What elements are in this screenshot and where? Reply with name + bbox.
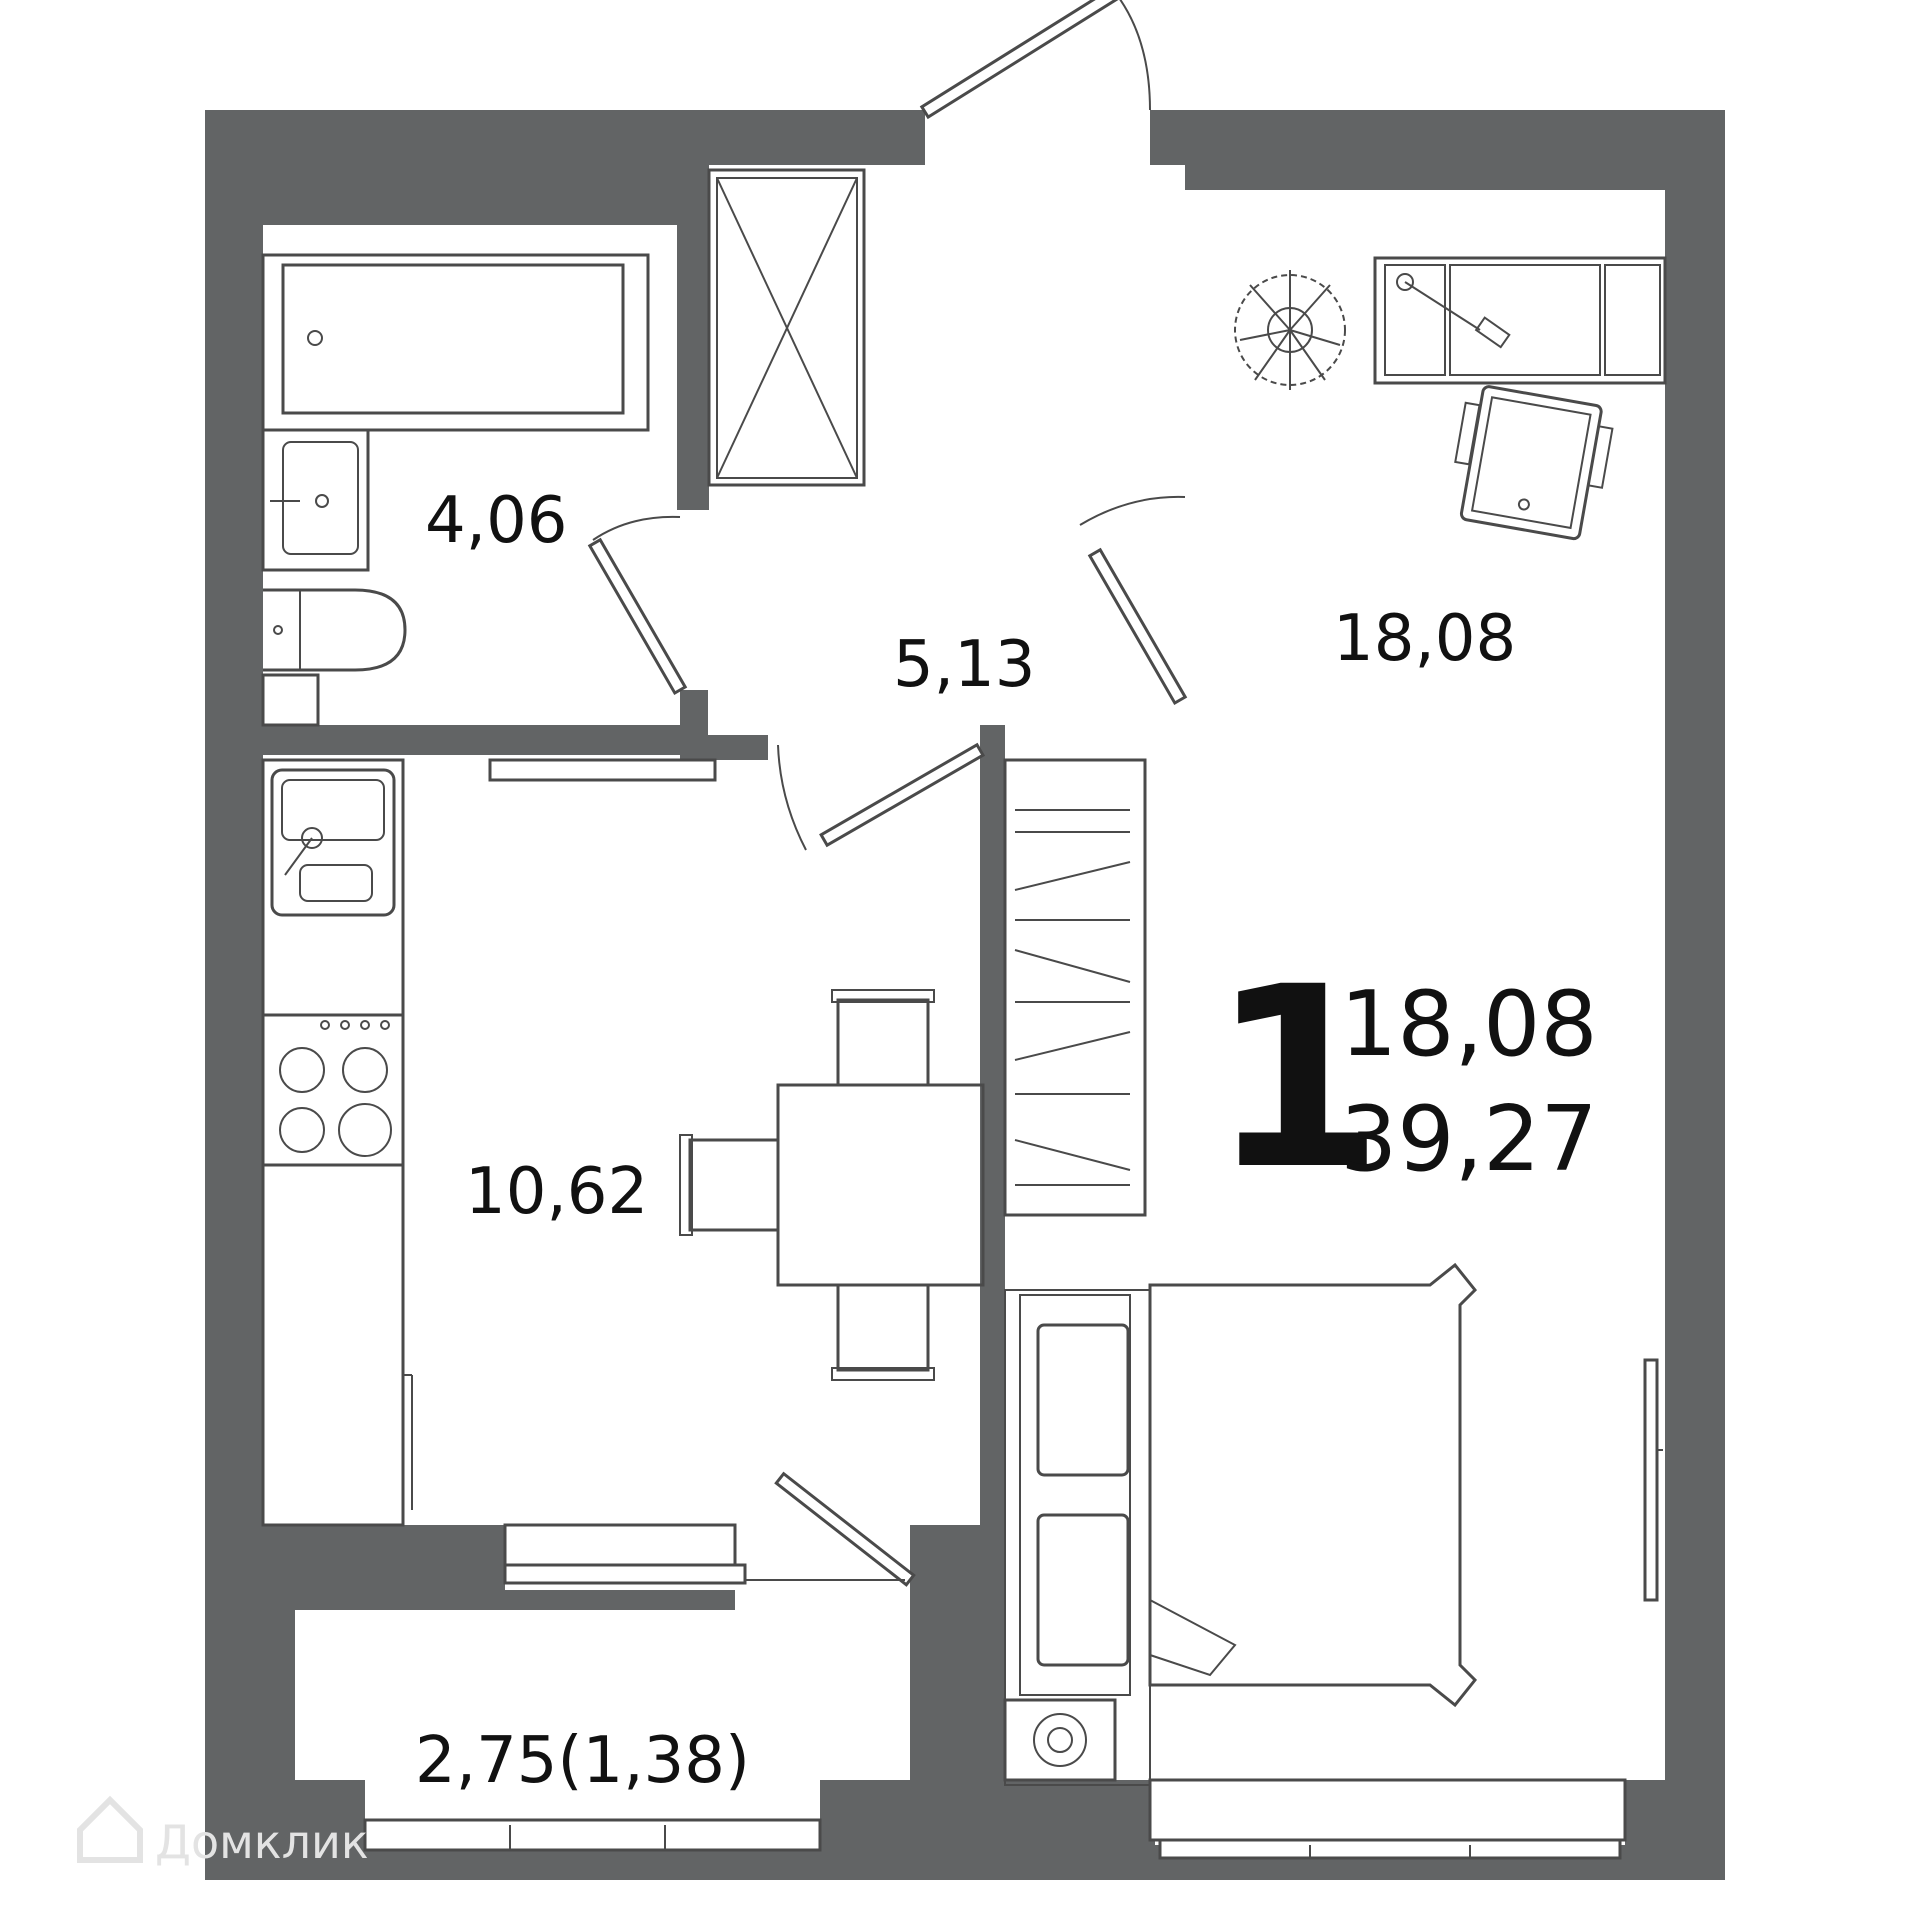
room-area: 18,08 xyxy=(1333,602,1516,676)
hall-area: 5,13 xyxy=(893,628,1036,702)
living-area-summary: 18,08 xyxy=(1340,972,1598,1077)
room-wardrobe xyxy=(1003,758,1147,1217)
kitchen-door xyxy=(777,742,986,851)
total-area-summary: 39,27 xyxy=(1340,1087,1598,1192)
toilet xyxy=(263,588,407,672)
doors xyxy=(587,0,1188,1587)
plant-icon xyxy=(1234,270,1346,390)
washbasin xyxy=(261,428,370,572)
house-logo-icon xyxy=(77,1795,143,1863)
rooms-count: 1 xyxy=(1210,933,1384,1224)
kitchen-area: 10,62 xyxy=(465,1155,648,1229)
bathroom-area: 4,06 xyxy=(425,484,568,558)
room-door xyxy=(1079,495,1188,706)
stove xyxy=(261,1013,405,1167)
watermark: Домклик xyxy=(77,1795,369,1869)
entrance-door xyxy=(919,0,1151,120)
room-radiator xyxy=(1643,1358,1663,1602)
hall-floor xyxy=(680,110,1200,760)
room-desk xyxy=(1373,256,1667,385)
nightstand xyxy=(1003,1698,1117,1782)
bathroom-door xyxy=(587,515,688,696)
loggia-area: 2,75(1,38) xyxy=(415,1724,750,1798)
kitchen-hood xyxy=(488,758,717,782)
dining-table xyxy=(679,989,985,1381)
kitchen-sink xyxy=(270,768,396,917)
bed xyxy=(1004,1262,1478,1786)
bathroom-fixtures xyxy=(261,253,650,727)
watermark-text: Домклик xyxy=(155,1815,369,1869)
loggia-door xyxy=(735,1471,916,1587)
bathtub xyxy=(261,253,650,432)
room-floors xyxy=(263,225,1665,1780)
hall-wardrobe xyxy=(707,168,866,487)
room-chair xyxy=(1454,385,1614,541)
windows xyxy=(363,1523,1627,1860)
